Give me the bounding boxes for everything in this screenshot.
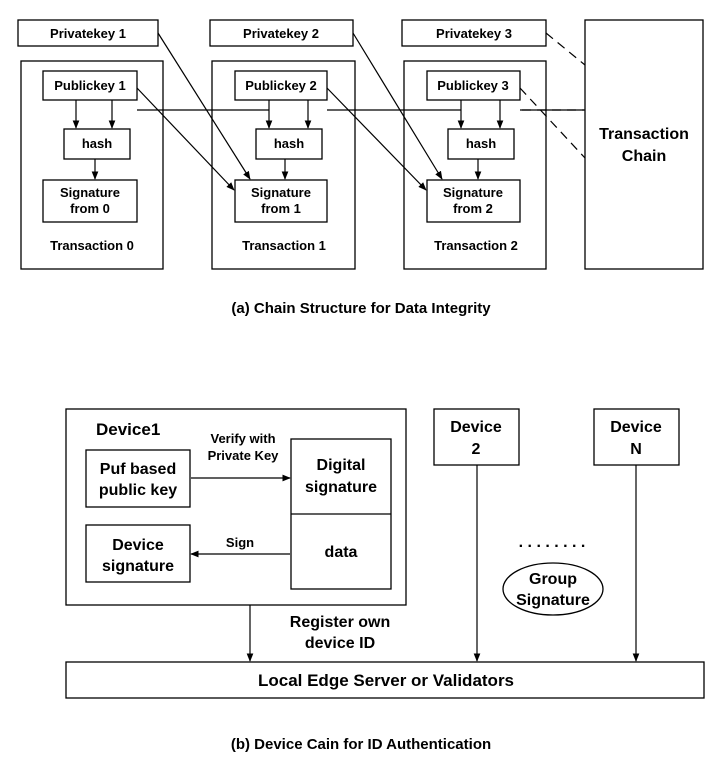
hash-0-box: [63, 128, 131, 160]
caption-b: (b) Device Cain for ID Authentication: [231, 736, 491, 753]
privatekey-1-label: Privatekey 1: [50, 26, 126, 41]
publickey-to-signature-arrows: [136, 87, 427, 191]
transaction-chain-line1: Transaction: [599, 126, 689, 143]
signature-1-box: [234, 179, 328, 223]
deviceN-box: [593, 408, 680, 466]
puf-key-line2: public key: [99, 482, 177, 499]
publickey-2-label: Publickey 2: [245, 78, 317, 93]
publickey-1-label: Publickey 1: [54, 78, 126, 93]
device2-line1: Device: [450, 419, 502, 436]
transaction-0-label: Transaction 0: [50, 238, 134, 253]
signature-1-line2: from 1: [261, 201, 301, 216]
device2-box: [433, 408, 520, 466]
transaction-1-label: Transaction 1: [242, 238, 326, 253]
transaction-2: Publickey 3 hash Signature from 2 Transa…: [403, 60, 547, 270]
hash-2-box: [447, 128, 515, 160]
signature-0-box: [42, 179, 138, 223]
data-label: data: [325, 544, 358, 561]
chain-dashed-lines: [519, 32, 586, 159]
digital-signature-line1: Digital: [317, 457, 366, 474]
privatekey-to-signature-arrows: [157, 32, 443, 180]
device-signature-line2: signature: [102, 558, 174, 575]
signature-2-box: [426, 179, 521, 223]
privatekey-3-box: [401, 19, 547, 47]
publickey-3-box: [426, 70, 521, 101]
hash-0-label: hash: [82, 136, 112, 151]
signature-2-line1: Signature: [443, 185, 503, 200]
device2-line2: 2: [472, 441, 481, 458]
register-label-line1: Register own: [290, 614, 390, 631]
verify-label-line1: Verify with: [210, 431, 275, 446]
group-signature-ellipse: [502, 562, 604, 616]
transaction-1: Publickey 2 hash Signature from 1 Transa…: [211, 60, 356, 270]
signature-0-line1: Signature: [60, 185, 120, 200]
device1-title: Device1: [96, 420, 160, 439]
privatekey-2-box: [209, 19, 354, 47]
deviceN-line2: N: [630, 441, 642, 458]
publickey-2-box: [234, 70, 328, 101]
sign-label: Sign: [226, 535, 254, 550]
device-signature-box: [85, 524, 191, 583]
device-signature-line1: Device: [112, 537, 164, 554]
privatekey-3-label: Privatekey 3: [436, 26, 512, 41]
group-signature-line1: Group: [529, 571, 577, 588]
caption-a: (a) Chain Structure for Data Integrity: [231, 300, 491, 317]
ellipsis-dots: . . . . . . . .: [519, 534, 586, 551]
edge-server-box: [65, 661, 705, 699]
deviceN-line1: Device: [610, 419, 662, 436]
chain-structure-diagram: Privatekey 1 Privatekey 2 Privatekey 3 P…: [17, 19, 704, 317]
signature-0-line2: from 0: [70, 201, 110, 216]
puf-key-box: [85, 449, 191, 508]
publickey-3-label: Publickey 3: [437, 78, 509, 93]
transaction-chain-line2: Chain: [622, 148, 666, 165]
signature-2-line2: from 2: [453, 201, 493, 216]
group-signature-line2: Signature: [516, 592, 590, 609]
device-chain-diagram: Device1 Puf based public key Verify with…: [65, 408, 705, 753]
privatekey-1-box: [17, 19, 159, 47]
verify-label-line2: Private Key: [208, 448, 280, 463]
puf-key-line1: Puf based: [100, 461, 176, 478]
edge-server-label: Local Edge Server or Validators: [258, 671, 514, 690]
internal-arrows: [72, 100, 504, 180]
signature-1-line1: Signature: [251, 185, 311, 200]
hash-2-label: hash: [466, 136, 496, 151]
hash-1-label: hash: [274, 136, 304, 151]
transaction-0: Publickey 1 hash Signature from 0 Transa…: [20, 60, 164, 270]
digital-signature-line2: signature: [305, 479, 377, 496]
transaction-chain-box: [584, 19, 704, 270]
publickey-1-box: [42, 70, 138, 101]
transaction-2-label: Transaction 2: [434, 238, 518, 253]
hash-1-box: [255, 128, 323, 160]
register-label-line2: device ID: [305, 635, 375, 652]
privatekey-2-label: Privatekey 2: [243, 26, 319, 41]
